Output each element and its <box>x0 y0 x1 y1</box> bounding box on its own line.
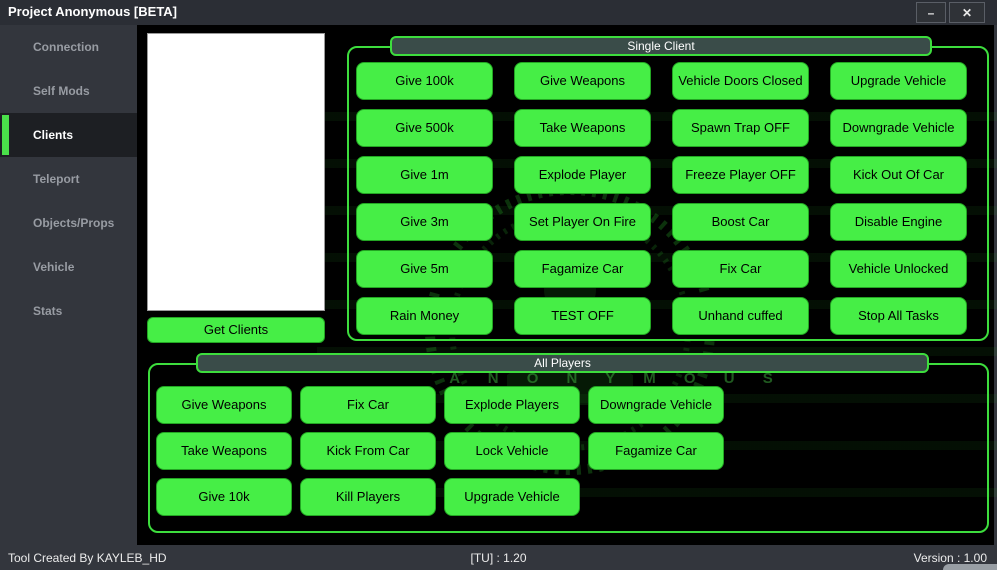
single-client-action-button[interactable]: Vehicle Doors Closed <box>672 62 809 100</box>
single-client-action-button[interactable]: Fagamize Car <box>514 250 651 288</box>
status-tool-version: Version : 1.00 <box>913 551 987 565</box>
all-players-action-button[interactable]: Take Weapons <box>156 432 292 470</box>
sidebar-item-vehicle[interactable]: Vehicle <box>0 245 137 289</box>
single-client-action-button[interactable]: Upgrade Vehicle <box>830 62 967 100</box>
sidebar-item-stats[interactable]: Stats <box>0 289 137 333</box>
single-client-action-button[interactable]: Take Weapons <box>514 109 651 147</box>
single-client-action-button[interactable]: Give 500k <box>356 109 493 147</box>
sidebar-item-label: Clients <box>33 128 74 142</box>
single-client-action-button[interactable]: Rain Money <box>356 297 493 335</box>
all-players-action-button[interactable]: Explode Players <box>444 386 580 424</box>
sidebar-item-label: Teleport <box>33 172 80 186</box>
all-players-action-button[interactable]: Kick From Car <box>300 432 436 470</box>
close-icon: ✕ <box>961 5 973 20</box>
all-players-action-button[interactable]: Give Weapons <box>156 386 292 424</box>
sidebar-item-self-mods[interactable]: Self Mods <box>0 69 137 113</box>
close-button[interactable]: ✕ <box>949 2 985 23</box>
sidebar-item-label: Connection <box>33 40 99 54</box>
all-players-action-button[interactable]: Upgrade Vehicle <box>444 478 580 516</box>
all-players-button-grid: Give Weapons Fix Car Explode Players Dow… <box>156 386 724 516</box>
status-credit: Tool Created By KAYLEB_HD <box>8 551 167 565</box>
all-players-action-button[interactable]: Downgrade Vehicle <box>588 386 724 424</box>
single-client-action-button[interactable]: Give 3m <box>356 203 493 241</box>
single-client-header: Single Client <box>390 36 932 56</box>
single-client-action-button[interactable]: Downgrade Vehicle <box>830 109 967 147</box>
single-client-action-button[interactable]: Give 1m <box>356 156 493 194</box>
main-panel: A N O N Y M O U S Get Clients Single Cli… <box>137 25 997 545</box>
sidebar-item-connection[interactable]: Connection <box>0 25 137 69</box>
single-client-button-grid: Give 100k Give Weapons Vehicle Doors Clo… <box>356 62 967 335</box>
sidebar-item-clients[interactable]: Clients <box>0 113 137 157</box>
sidebar-item-label: Stats <box>33 304 63 318</box>
single-client-action-button[interactable]: Give 5m <box>356 250 493 288</box>
single-client-action-button[interactable]: Spawn Trap OFF <box>672 109 809 147</box>
all-players-action-button[interactable]: Fagamize Car <box>588 432 724 470</box>
title-bar: Project Anonymous [BETA] – ✕ <box>0 0 997 25</box>
all-players-header: All Players <box>196 353 929 373</box>
single-client-action-button[interactable]: Kick Out Of Car <box>830 156 967 194</box>
single-client-action-button[interactable]: TEST OFF <box>514 297 651 335</box>
sidebar-item-label: Self Mods <box>33 84 90 98</box>
minimize-icon: – <box>927 5 935 20</box>
sidebar-item-label: Vehicle <box>33 260 75 274</box>
sidebar: Connection Self Mods Clients Teleport Ob… <box>0 25 137 545</box>
all-players-action-button[interactable]: Kill Players <box>300 478 436 516</box>
single-client-action-button[interactable]: Give 100k <box>356 62 493 100</box>
single-client-action-button[interactable]: Stop All Tasks <box>830 297 967 335</box>
single-client-action-button[interactable]: Freeze Player OFF <box>672 156 809 194</box>
single-client-action-button[interactable]: Vehicle Unlocked <box>830 250 967 288</box>
single-client-action-button[interactable]: Fix Car <box>672 250 809 288</box>
single-client-action-button[interactable]: Set Player On Fire <box>514 203 651 241</box>
single-client-action-button[interactable]: Explode Player <box>514 156 651 194</box>
all-players-action-button[interactable]: Fix Car <box>300 386 436 424</box>
single-client-action-button[interactable]: Disable Engine <box>830 203 967 241</box>
minimize-button[interactable]: – <box>916 2 946 23</box>
status-tu-version: [TU] : 1.20 <box>470 551 527 565</box>
resize-grip[interactable] <box>943 564 997 570</box>
get-clients-button[interactable]: Get Clients <box>147 317 325 343</box>
single-client-action-button[interactable]: Boost Car <box>672 203 809 241</box>
all-players-action-button[interactable]: Lock Vehicle <box>444 432 580 470</box>
sidebar-item-label: Objects/Props <box>33 216 115 230</box>
status-bar: Tool Created By KAYLEB_HD [TU] : 1.20 Ve… <box>0 545 997 570</box>
all-players-action-button[interactable]: Give 10k <box>156 478 292 516</box>
single-client-action-button[interactable]: Give Weapons <box>514 62 651 100</box>
sidebar-item-teleport[interactable]: Teleport <box>0 157 137 201</box>
window-title: Project Anonymous [BETA] <box>8 4 178 19</box>
single-client-action-button[interactable]: Unhand cuffed <box>672 297 809 335</box>
sidebar-item-objects-props[interactable]: Objects/Props <box>0 201 137 245</box>
clients-listbox[interactable] <box>147 33 325 311</box>
